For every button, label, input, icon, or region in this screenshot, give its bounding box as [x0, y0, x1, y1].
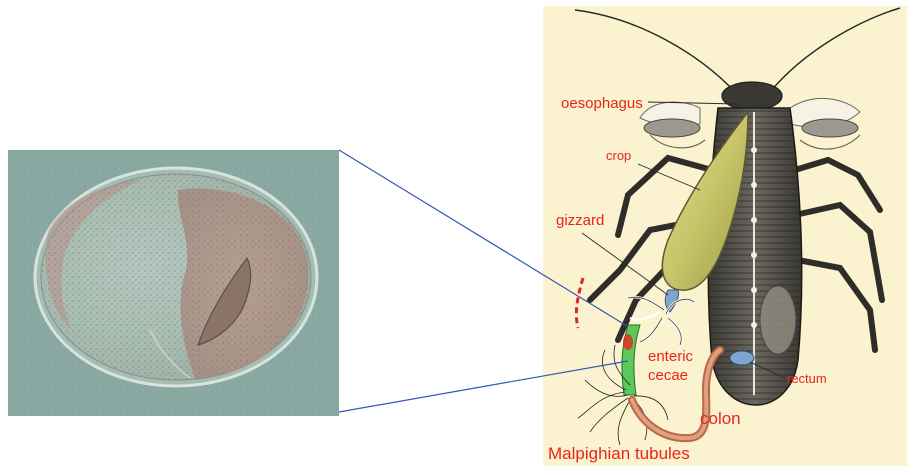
label-rectum: rectum [787, 371, 827, 386]
label-malpighian-tubules: Malpighian tubules [548, 444, 690, 463]
fat-body [760, 286, 796, 354]
right-gland [802, 119, 858, 137]
rectum-organ [730, 351, 754, 365]
midgut-red-patch [623, 334, 633, 350]
micrograph-image [8, 150, 339, 416]
label-enteric-line1: enteric [648, 348, 694, 365]
label-oesophagus: oesophagus [561, 95, 643, 112]
left-gland [644, 119, 700, 137]
head [722, 82, 782, 110]
label-gizzard: gizzard [556, 212, 604, 229]
cell-granules [41, 174, 311, 380]
label-enteric-line2: cecae [648, 367, 688, 384]
label-crop: crop [606, 148, 631, 163]
label-colon: colon [700, 409, 741, 428]
